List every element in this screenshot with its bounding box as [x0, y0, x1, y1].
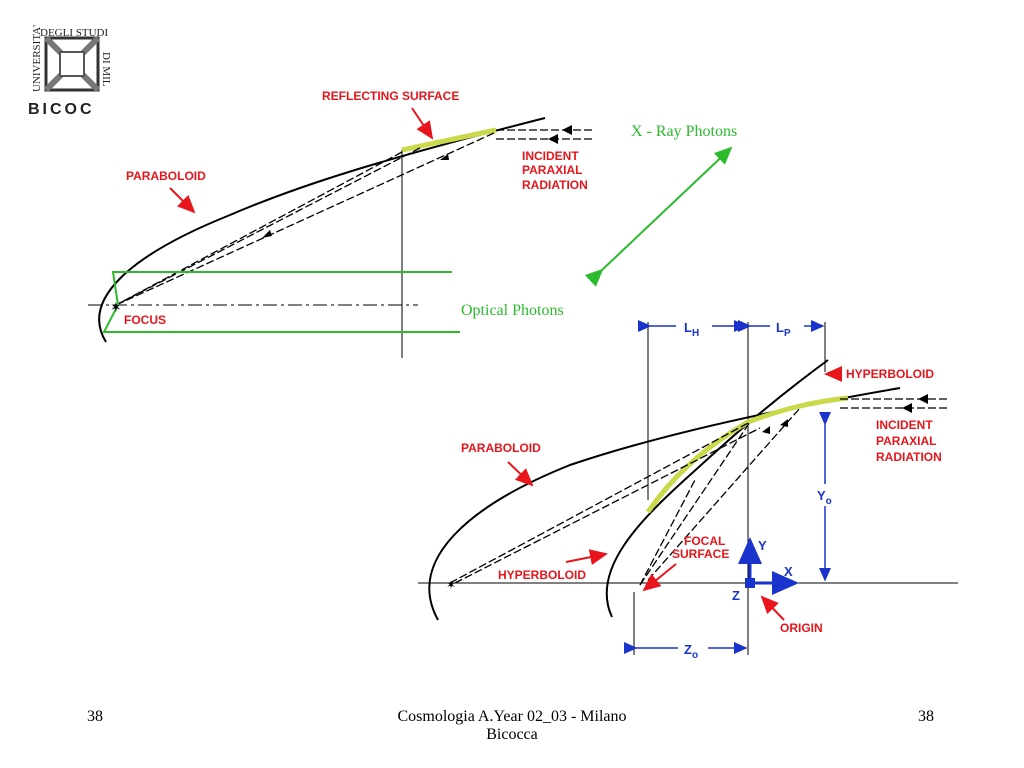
optical-photon-path — [102, 271, 460, 333]
footer-center-line2: Bicocca — [486, 726, 538, 743]
label-z0: Zo — [684, 642, 698, 661]
logo-di-mil: DI MIL — [100, 52, 112, 87]
label-reflecting-surface: REFLECTING SURFACE — [322, 89, 459, 103]
top-reflecting-surface — [401, 127, 497, 153]
label-bottom-incident-1: INCIDENT — [876, 418, 933, 432]
logo-universita: UNIVERSITA' — [31, 25, 43, 92]
label-focal-1: FOCAL — [684, 534, 725, 548]
label-top-incident-3: RADIATION — [522, 178, 588, 192]
label-bottom-incident-2: PARAXIAL — [876, 434, 936, 448]
xray-photons-label: X - Ray Photons — [631, 123, 737, 140]
bottom-diagram: ✶ LH LP Yo Zo Y X Z HYPERBOLOID INCIDENT… — [418, 318, 958, 661]
svg-text:✶: ✶ — [110, 300, 122, 316]
university-logo: UNIVERSITA' DEGLI STUDI DI MIL BICOC — [28, 25, 112, 118]
optical-photons-label: Optical Photons — [461, 302, 564, 319]
footer-center-line1: Cosmologia A.Year 02_03 - Milano — [397, 708, 627, 725]
label-bottom-incident-3: RADIATION — [876, 450, 942, 464]
logo-bicoc: BICOC — [28, 101, 95, 118]
label-top-paraboloid: PARABOLOID — [126, 169, 206, 183]
top-diagram: ✶ REFLECTING SURFACE PARABOLOID INCIDENT… — [88, 89, 592, 358]
label-bottom-paraboloid: PARABOLOID — [461, 441, 541, 455]
footer-page-right: 38 — [918, 708, 934, 725]
label-hyperboloid-low: HYPERBOLOID — [498, 568, 586, 582]
label-focus: FOCUS — [124, 313, 166, 327]
bottom-hyperboloid-curve — [605, 359, 829, 618]
axis-x-label: X — [784, 564, 793, 579]
label-hyperboloid-top: HYPERBOLOID — [846, 367, 934, 381]
label-lh: LH — [684, 320, 699, 339]
footer-center: Cosmologia A.Year 02_03 - Milano Bicocca — [340, 708, 684, 744]
label-focal-2: SURFACE — [672, 547, 729, 561]
photon-double-arrow — [584, 146, 733, 287]
axis-y-label: Y — [758, 538, 767, 553]
label-y0: Yo — [817, 488, 832, 507]
label-origin: ORIGIN — [780, 621, 823, 635]
footer-page-left: 38 — [87, 708, 103, 725]
top-paraboloid-curve — [98, 117, 546, 343]
axis-z-label: Z — [732, 588, 740, 603]
label-top-incident-2: PARAXIAL — [522, 163, 582, 177]
logo-degli-studi: DEGLI STUDI — [40, 27, 108, 39]
label-lp: LP — [776, 320, 791, 339]
svg-text:✶: ✶ — [446, 578, 456, 592]
label-top-incident-1: INCIDENT — [522, 149, 579, 163]
